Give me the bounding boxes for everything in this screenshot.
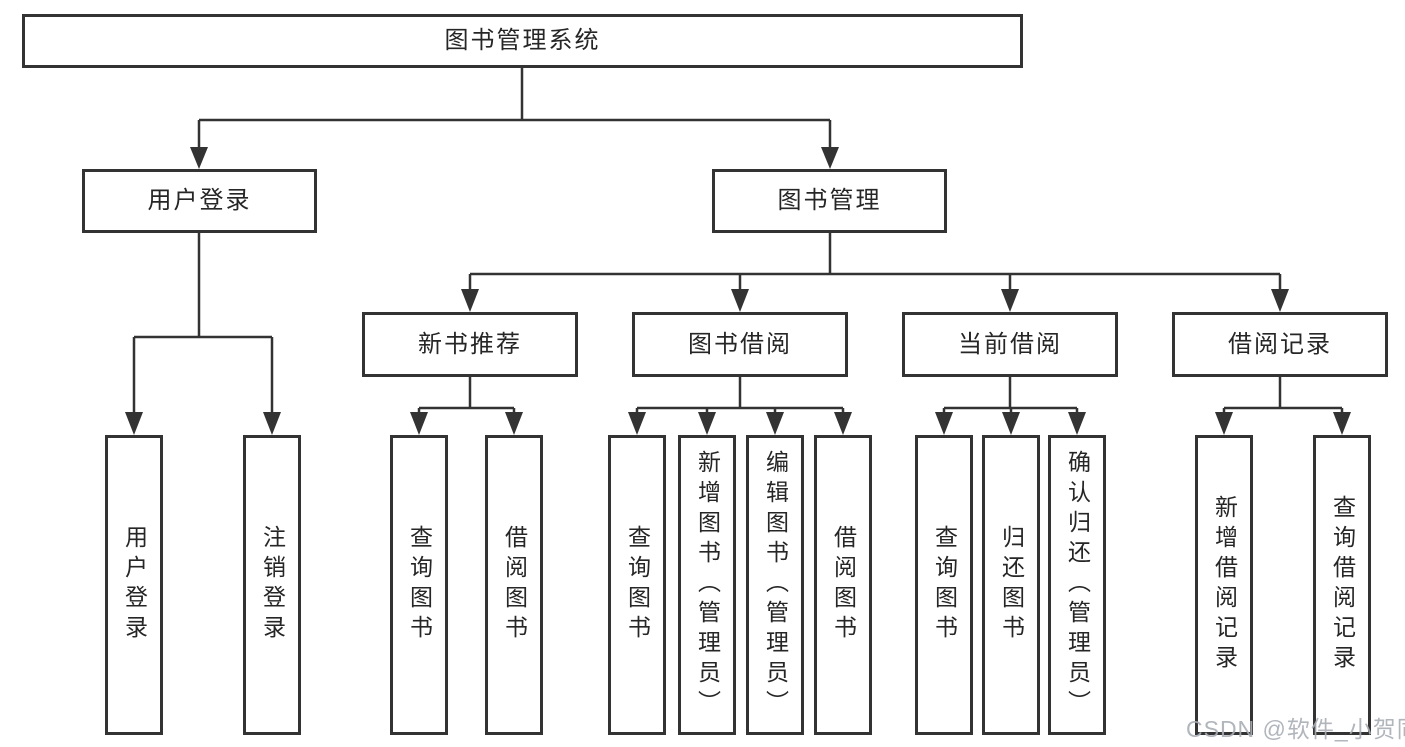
leaf-confirm-return-admin: 确认归还（管理员）: [1048, 435, 1106, 735]
node-borrowing-records-label: 借阅记录: [1228, 330, 1332, 358]
leaf-query-books-current: 查询图书: [915, 435, 973, 735]
leaf-borrow-books-recommend: 借阅图书: [485, 435, 543, 735]
node-new-book-recommend: 新书推荐: [362, 312, 578, 377]
arrowheads: [125, 147, 1351, 435]
node-user-login-branch-label: 用户登录: [147, 187, 252, 214]
node-user-login-branch: 用户登录: [82, 169, 317, 233]
leaf-edit-books-admin: 编辑图书（管理员）: [746, 435, 804, 735]
leaf-return-books: 归还图书: [982, 435, 1040, 735]
leaf-logout: 注销登录: [243, 435, 301, 735]
leaf-user-login: 用户登录: [105, 435, 163, 735]
node-book-management-label: 图书管理: [777, 187, 882, 214]
leaf-add-books-admin: 新增图书（管理员）: [678, 435, 736, 735]
node-borrowing-records: 借阅记录: [1172, 312, 1388, 377]
node-book-borrowing-label: 图书借阅: [688, 330, 792, 358]
leaf-query-books-borrowing: 查询图书: [608, 435, 666, 735]
node-root-label: 图书管理系统: [444, 27, 601, 54]
node-current-borrowing: 当前借阅: [902, 312, 1118, 377]
node-current-borrowing-label: 当前借阅: [958, 330, 1062, 358]
leaf-query-books-recommend: 查询图书: [390, 435, 448, 735]
node-book-borrowing: 图书借阅: [632, 312, 848, 377]
leaf-query-borrow-record: 查询借阅记录: [1313, 435, 1371, 735]
node-new-book-recommend-label: 新书推荐: [418, 330, 522, 358]
csdn-watermark: CSDN @软件_小贺同学: [1186, 716, 1405, 742]
node-book-management: 图书管理: [712, 169, 947, 233]
leaf-borrow-books-borrowing: 借阅图书: [814, 435, 872, 735]
node-root: 图书管理系统: [22, 14, 1023, 68]
leaf-add-borrow-record: 新增借阅记录: [1195, 435, 1253, 735]
